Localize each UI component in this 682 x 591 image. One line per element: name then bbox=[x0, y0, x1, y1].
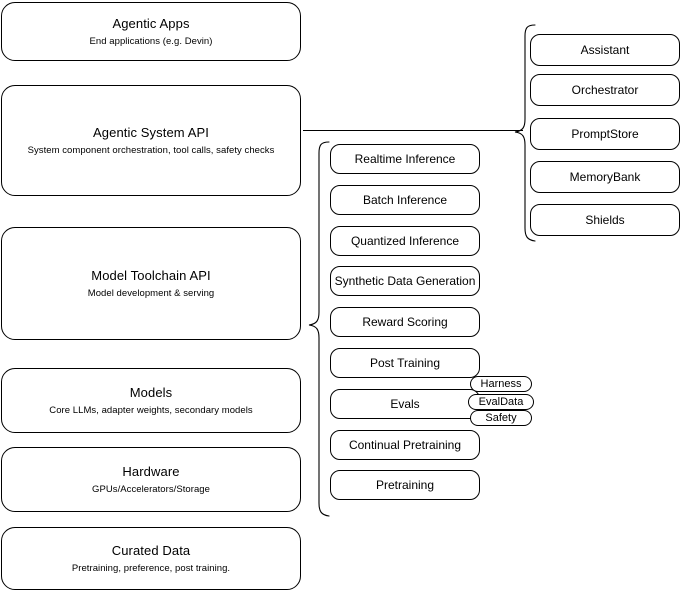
system-item-orchestrator[interactable]: Orchestrator bbox=[530, 74, 680, 106]
item-label: Synthetic Data Generation bbox=[334, 274, 476, 288]
layer-title: Agentic System API bbox=[93, 124, 209, 140]
item-label: Continual Pretraining bbox=[348, 438, 462, 452]
layer-subtitle: Core LLMs, adapter weights, secondary mo… bbox=[49, 404, 253, 416]
layer-agentic-apps[interactable]: Agentic Apps End applications (e.g. Devi… bbox=[1, 2, 301, 61]
item-label: Realtime Inference bbox=[354, 152, 456, 166]
system-item-memorybank[interactable]: MemoryBank bbox=[530, 161, 680, 193]
brace-toolchain-components bbox=[303, 140, 331, 518]
toolchain-item-quantized-inference[interactable]: Quantized Inference bbox=[330, 226, 480, 256]
item-label: Assistant bbox=[580, 43, 630, 57]
toolchain-item-pretraining[interactable]: Pretraining bbox=[330, 470, 480, 500]
toolchain-item-realtime-inference[interactable]: Realtime Inference bbox=[330, 144, 480, 174]
toolchain-item-reward-scoring[interactable]: Reward Scoring bbox=[330, 307, 480, 337]
pill-label: Safety bbox=[485, 412, 517, 424]
layer-agentic-system-api[interactable]: Agentic System API System component orch… bbox=[1, 85, 301, 196]
item-label: Batch Inference bbox=[362, 193, 448, 207]
item-label: Orchestrator bbox=[571, 83, 639, 97]
brace-system-components bbox=[511, 23, 539, 243]
layer-title: Agentic Apps bbox=[112, 15, 190, 31]
item-label: Evals bbox=[390, 397, 420, 411]
system-item-shields[interactable]: Shields bbox=[530, 204, 680, 236]
pill-label: EvalData bbox=[478, 396, 524, 408]
connector-system-api-to-components bbox=[303, 130, 523, 131]
toolchain-item-synthetic-data-generation[interactable]: Synthetic Data Generation bbox=[330, 266, 480, 296]
toolchain-item-continual-pretraining[interactable]: Continual Pretraining bbox=[330, 430, 480, 460]
system-item-promptstore[interactable]: PromptStore bbox=[530, 118, 680, 150]
layer-title: Models bbox=[129, 384, 173, 400]
eval-pill-safety[interactable]: Safety bbox=[470, 410, 532, 426]
layer-models[interactable]: Models Core LLMs, adapter weights, secon… bbox=[1, 368, 301, 433]
layer-title: Model Toolchain API bbox=[91, 267, 211, 283]
layer-subtitle: Pretraining, preference, post training. bbox=[71, 562, 231, 574]
toolchain-item-post-training[interactable]: Post Training bbox=[330, 348, 480, 378]
layer-curated-data[interactable]: Curated Data Pretraining, preference, po… bbox=[1, 527, 301, 590]
layer-subtitle: GPUs/Accelerators/Storage bbox=[92, 483, 210, 495]
item-label: Post Training bbox=[369, 356, 441, 370]
item-label: PromptStore bbox=[571, 127, 639, 141]
layer-subtitle: System component orchestration, tool cal… bbox=[27, 144, 275, 156]
item-label: Reward Scoring bbox=[362, 315, 448, 329]
item-label: Pretraining bbox=[375, 478, 435, 492]
item-label: Quantized Inference bbox=[350, 234, 460, 248]
item-label: Shields bbox=[585, 213, 625, 227]
eval-pill-harness[interactable]: Harness bbox=[470, 376, 532, 392]
layer-subtitle: Model development & serving bbox=[87, 287, 215, 299]
layer-subtitle: End applications (e.g. Devin) bbox=[89, 35, 213, 47]
toolchain-item-evals[interactable]: Evals bbox=[330, 389, 480, 419]
layer-title: Curated Data bbox=[111, 542, 191, 558]
layer-model-toolchain-api[interactable]: Model Toolchain API Model development & … bbox=[1, 227, 301, 340]
eval-pill-evaldata[interactable]: EvalData bbox=[468, 394, 534, 410]
layer-hardware[interactable]: Hardware GPUs/Accelerators/Storage bbox=[1, 447, 301, 512]
toolchain-item-batch-inference[interactable]: Batch Inference bbox=[330, 185, 480, 215]
system-item-assistant[interactable]: Assistant bbox=[530, 34, 680, 66]
pill-label: Harness bbox=[480, 378, 522, 390]
layer-title: Hardware bbox=[122, 463, 180, 479]
item-label: MemoryBank bbox=[569, 170, 641, 184]
